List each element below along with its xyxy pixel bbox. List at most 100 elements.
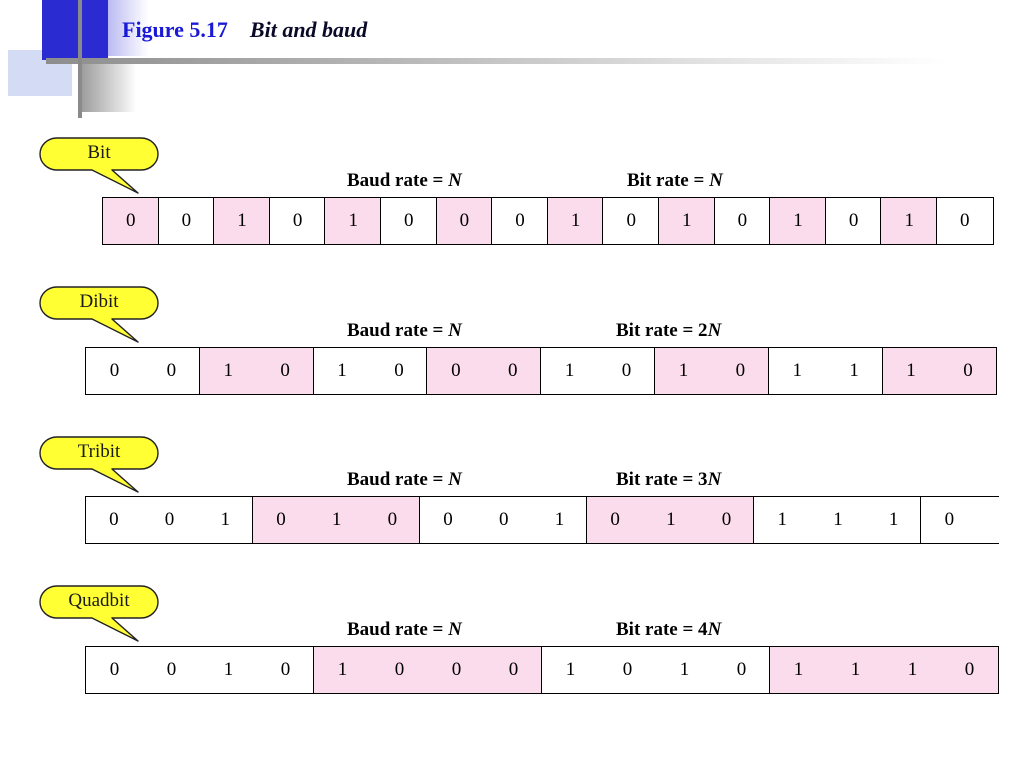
bit-cell: 1 — [678, 360, 689, 381]
baud-rate-value: N — [448, 469, 462, 490]
bit-cell: 0 — [387, 509, 398, 530]
signal-element — [381, 198, 437, 244]
signal-element — [715, 198, 771, 244]
signal-element — [199, 348, 314, 394]
bit-cell: 1 — [331, 509, 342, 530]
bit-cell: 1 — [554, 509, 565, 530]
bit-cell: 0 — [621, 360, 632, 381]
bit-cell: 0 — [508, 659, 519, 680]
baud-rate-value: N — [448, 619, 462, 640]
signal-element — [754, 497, 922, 543]
callout-balloon-shape — [39, 286, 159, 343]
bit-rate-value: N — [707, 320, 722, 341]
bit-cell: 1 — [679, 659, 690, 680]
bit-cell: 0 — [735, 360, 746, 381]
signal-element — [826, 198, 882, 244]
tribit-callout-label: Tribit — [77, 441, 121, 462]
bit-cell: 0 — [626, 210, 636, 231]
signal-element — [253, 497, 421, 543]
bit-cell: 1 — [833, 509, 843, 530]
bit-callout-label: Bit — [87, 142, 111, 163]
bit-cell: 1 — [904, 210, 914, 231]
dibit-baud-rate: Baud rate = N — [347, 320, 462, 342]
bit-cell: 1 — [792, 360, 802, 381]
baud-rate-value: N — [448, 170, 462, 191]
bit-cell: 0 — [166, 659, 177, 680]
bit-cell: 1 — [907, 659, 918, 680]
bit-cell: 0 — [721, 509, 732, 530]
bit-rate-label: Bit rate = 4 — [616, 619, 708, 640]
bit-cell: 0 — [964, 659, 975, 680]
bit-rate-value: N — [707, 619, 722, 640]
bit-cell: 0 — [960, 210, 970, 231]
signal-element — [770, 647, 998, 693]
bit-cell: 0 — [292, 210, 303, 231]
signal-element — [420, 497, 588, 543]
figure-caption: Bit and baud — [249, 17, 368, 42]
bit-cell: 0 — [280, 659, 291, 680]
bit-cell: 0 — [394, 659, 405, 680]
bit-cell: 1 — [777, 509, 787, 530]
bit-cell: 1 — [666, 509, 676, 530]
signal-element — [427, 348, 542, 394]
bit-cell: 0 — [736, 659, 747, 680]
bit-cell: 0 — [126, 210, 136, 231]
bit-cell: 0 — [181, 210, 192, 231]
bit-cell: 0 — [848, 210, 859, 231]
bit-cell: 0 — [109, 659, 120, 680]
bit-cell: 0 — [109, 360, 120, 381]
signal-element — [314, 647, 542, 693]
dibit-bit-rate: Bit rate = 2N — [616, 320, 721, 342]
bit-cell: 1 — [223, 659, 234, 680]
quadbit-callout-label: Quadbit — [68, 590, 130, 611]
signal-element — [659, 198, 715, 244]
signal-element — [492, 198, 548, 244]
dibit-callout-label: Dibit — [79, 291, 119, 312]
bit-cell: 0 — [276, 509, 286, 530]
bit-cell: 1 — [565, 659, 576, 680]
baud-rate-label: Baud rate = — [347, 619, 449, 640]
bit-cell: 1 — [337, 360, 347, 381]
callout-balloon-shape — [39, 137, 159, 194]
bit-rate-value: N — [707, 469, 722, 490]
signal-element — [882, 348, 997, 394]
signal-element — [547, 198, 604, 244]
signal-element — [159, 198, 215, 244]
bit-cell: 0 — [404, 210, 414, 231]
quadbit-bit-rate: Bit rate = 4N — [616, 619, 721, 641]
bit-cell: 1 — [570, 210, 581, 231]
bit-cell: 1 — [849, 360, 859, 381]
baud-rate-label: Baud rate = — [347, 170, 449, 191]
signal-element — [881, 198, 937, 244]
bit-cell: 0 — [443, 509, 453, 530]
tribit-baud-rate: Baud rate = N — [347, 469, 462, 491]
signal-element — [103, 198, 159, 244]
decoration-fade — [108, 0, 148, 56]
signal-element — [86, 348, 200, 394]
bit-cell: 0 — [963, 360, 973, 381]
baud-rate-label: Baud rate = — [347, 469, 449, 490]
bit-cell: 0 — [280, 360, 290, 381]
signal-element — [325, 198, 381, 244]
signal-element — [542, 647, 770, 693]
baud-rate-value: N — [448, 320, 462, 341]
baud-rate-label: Baud rate = — [347, 320, 449, 341]
bit-rate-value: N — [709, 170, 723, 191]
decoration-horizontal-rule — [46, 58, 946, 64]
bit-rate-label: Bit rate = — [627, 170, 710, 191]
bit-rate-label: Bit rate = 2 — [616, 320, 708, 341]
decoration-blue-square — [42, 0, 108, 60]
callout-balloon-shape — [39, 585, 159, 642]
callout-balloon-shape — [39, 436, 159, 493]
quadbit-baud-rate: Baud rate = N — [347, 619, 462, 641]
bit-cell: 1 — [337, 659, 348, 680]
bit-cell: 0 — [737, 210, 748, 231]
signal-element — [314, 348, 428, 394]
bit-cell: 1 — [564, 360, 575, 381]
signal-element — [214, 198, 270, 244]
bit-rate-label: Bit rate = 3 — [616, 469, 708, 490]
bit-cell: 1 — [888, 509, 899, 530]
